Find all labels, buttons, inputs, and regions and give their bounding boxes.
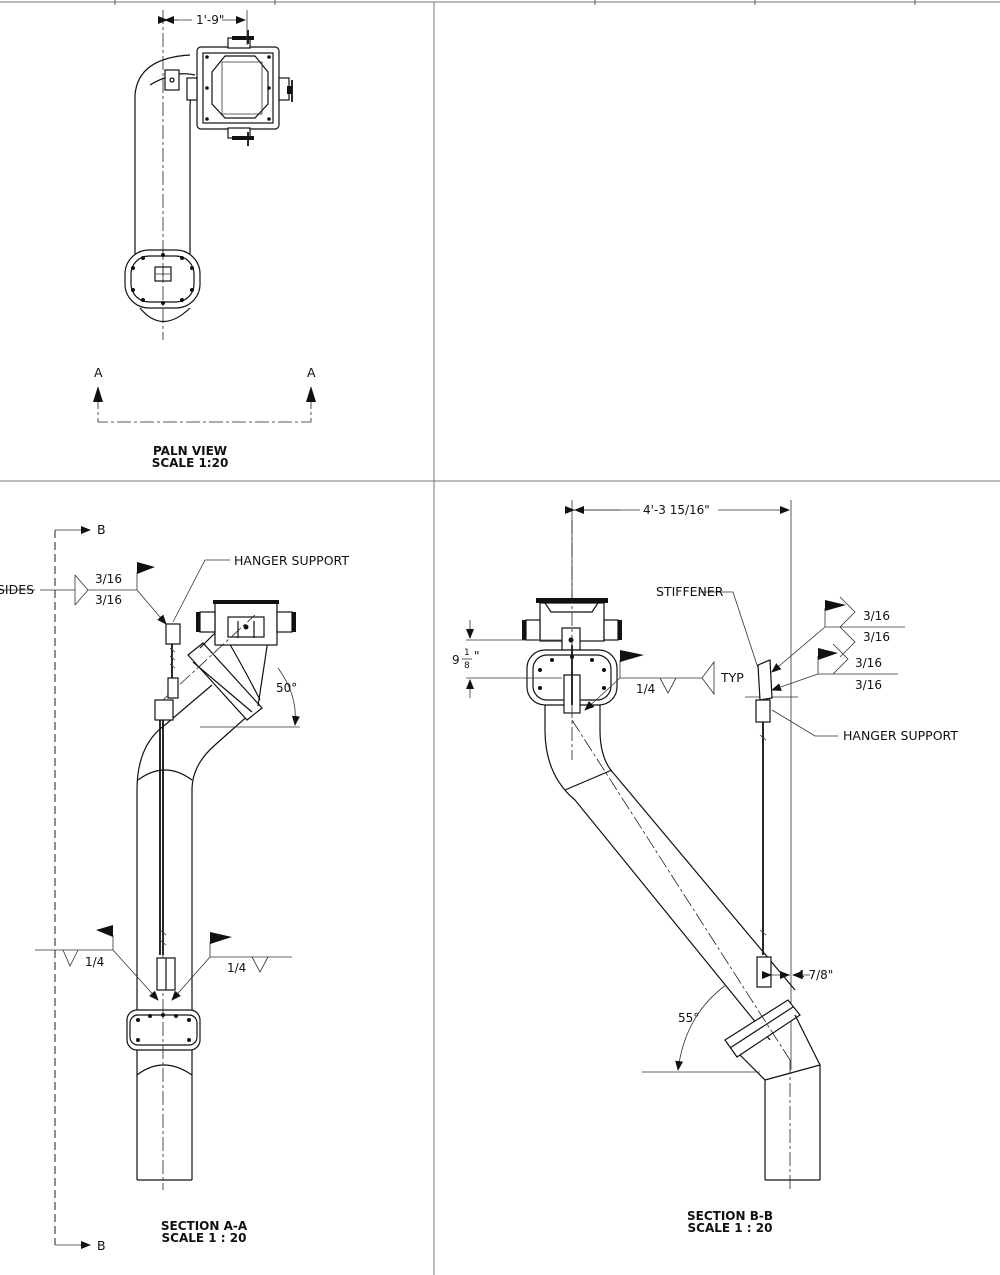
weld-top-upper: 3/16	[95, 572, 122, 586]
section-b-dim-height-num: 1	[464, 648, 470, 658]
section-b-dim-height-whole: 9	[452, 653, 460, 667]
cut-label-a-left: A	[94, 365, 103, 380]
section-b-weld-s2-bottom: 3/16	[855, 678, 882, 692]
section-b-weld-flange: 1/4	[636, 682, 655, 696]
section-b-b-view: 4'-3 15/16"	[452, 500, 958, 1235]
section-b-typ: TYP	[720, 670, 744, 685]
weld-lower-left: 1/4	[85, 955, 104, 969]
section-b-dim-height-den: 8	[464, 661, 470, 671]
section-b-weld-s1-bottom: 3/16	[863, 630, 890, 644]
cut-label-b-top: B	[97, 522, 106, 537]
section-b-weld-s2-top: 3/16	[855, 656, 882, 670]
section-a-scale: SCALE 1 : 20	[162, 1231, 247, 1245]
section-b-weld-s1-top: 3/16	[863, 609, 890, 623]
weld-lower-right: 1/4	[227, 961, 246, 975]
section-a-hanger-support: HANGER SUPPORT	[234, 553, 349, 568]
weld-top-lower: 3/16	[95, 593, 122, 607]
plan-view-scale: SCALE 1:20	[152, 456, 229, 470]
section-b-dimension-top: 4'-3 15/16"	[643, 503, 710, 517]
plan-dimension: 1'-9"	[196, 13, 224, 27]
section-a-a-view: B B	[0, 522, 349, 1253]
section-b-hanger-support: HANGER SUPPORT	[843, 728, 958, 743]
section-b-title: SECTION B-B	[687, 1209, 773, 1223]
section-b-stiffener: STIFFENER	[656, 584, 724, 599]
cut-label-b-bottom: B	[97, 1238, 106, 1253]
section-b-dim-offset: 4 7/8"	[797, 968, 833, 982]
section-a-title: SECTION A-A	[161, 1219, 248, 1233]
cut-label-a-right: A	[307, 365, 316, 380]
section-b-scale: SCALE 1 : 20	[688, 1221, 773, 1235]
callout-sides: SIDES	[0, 582, 34, 597]
section-b-dim-height-unit: "	[474, 649, 480, 663]
section-b-angle: 55°	[678, 1011, 699, 1025]
section-a-angle: 50°	[276, 681, 297, 695]
plan-view-title: PALN VIEW	[153, 444, 227, 458]
plan-view: 1'-9" A A PALN VIEW SCALE 1:20	[93, 10, 316, 470]
